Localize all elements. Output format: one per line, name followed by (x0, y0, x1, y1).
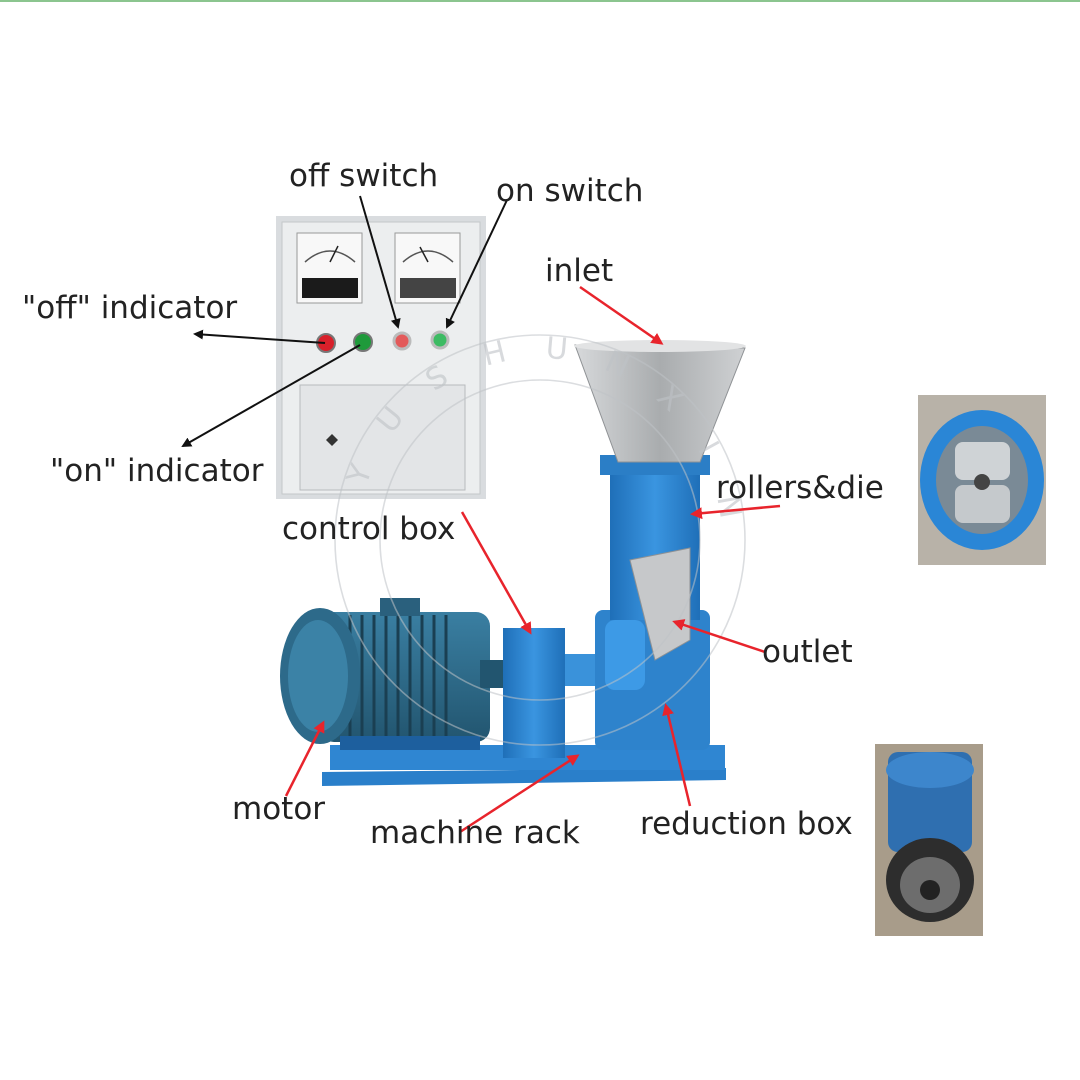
arrow-inlet (579, 285, 664, 345)
watermark (334, 334, 746, 746)
top-border (0, 0, 1080, 2)
label-control-box: control box (282, 511, 456, 547)
label-outlet: outlet (762, 634, 853, 670)
label-rollers-die: rollers&die (716, 470, 884, 506)
red-arrows (284, 285, 781, 834)
arrow-on-switch (445, 199, 508, 329)
watermark-letter: U (544, 331, 569, 368)
label-on-indicator: "on" indicator (50, 453, 264, 489)
label-motor: motor (232, 791, 326, 827)
rollers-die-photo (918, 395, 1046, 565)
label-machine-rack: machine rack (370, 815, 580, 851)
arrow-motor (284, 720, 325, 797)
arrow-outlet (672, 619, 766, 654)
label-inlet: inlet (545, 253, 614, 289)
arrow-machine-rack (459, 754, 580, 834)
motor-drawing (280, 598, 510, 744)
arrow-reduction-box (662, 703, 692, 807)
arrow-off-switch (359, 195, 401, 329)
arrow-control-box (460, 511, 532, 635)
control-box-photo (276, 216, 486, 499)
arrow-rollers-die (690, 504, 781, 520)
arrow-off-indicator (193, 329, 326, 344)
label-off-indicator: "off" indicator (22, 290, 238, 326)
label-off-switch: off switch (289, 158, 439, 194)
black-arrows (181, 195, 508, 447)
arrow-on-indicator (181, 344, 361, 447)
label-on-switch: on switch (496, 173, 644, 209)
label-reduction-box: reduction box (640, 806, 853, 842)
pellet-mill-drawing (322, 340, 746, 786)
reduction-box-photo (875, 744, 983, 936)
